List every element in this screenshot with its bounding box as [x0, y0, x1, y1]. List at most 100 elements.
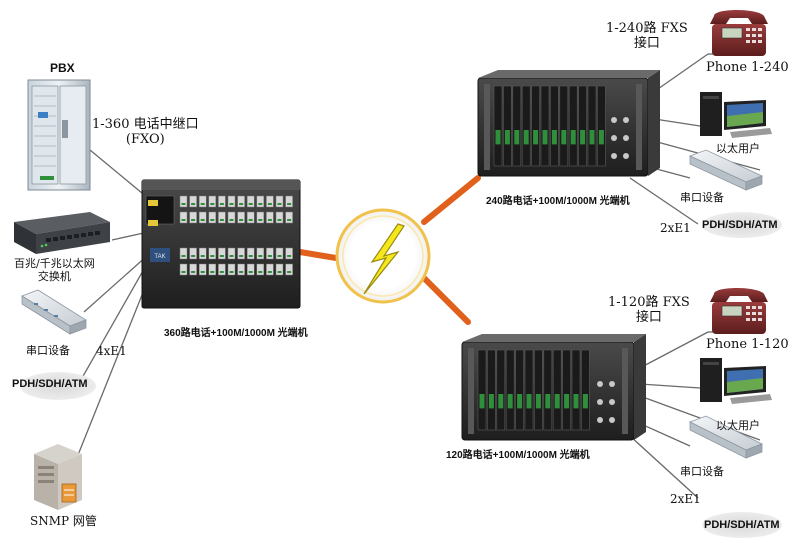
port-led — [181, 203, 186, 205]
card-indicator — [542, 130, 548, 145]
port-led — [191, 219, 196, 221]
brand-label: TAK — [154, 254, 165, 260]
rj11-port — [237, 247, 245, 260]
card-indicator — [479, 394, 485, 409]
card-indicator — [504, 130, 510, 145]
rj11-port — [227, 211, 236, 224]
rj11-port — [237, 195, 245, 208]
rj11-port — [208, 211, 217, 224]
port-led — [229, 271, 234, 273]
pbx-label: PBX — [50, 61, 75, 75]
card-indicator — [580, 130, 586, 145]
bottom-device-label: 120路电话+100M/1000M 光端机 — [446, 450, 590, 461]
line-card — [540, 85, 550, 167]
switch-label-line1: 百兆/千兆以太网 — [14, 257, 95, 270]
line-card — [543, 349, 553, 431]
serial-device-icon-top — [688, 149, 764, 191]
port-led — [277, 271, 282, 273]
port-led — [200, 255, 205, 257]
port-led — [277, 255, 282, 257]
rj11-port — [266, 247, 274, 260]
line-card — [559, 85, 569, 167]
port-led — [258, 219, 263, 221]
rj11-port — [218, 263, 226, 276]
rj11-port — [246, 263, 255, 276]
desktop-pc-icon-top — [700, 92, 772, 138]
rj11-port — [189, 263, 197, 276]
line-card — [521, 85, 531, 167]
port-led — [200, 203, 205, 205]
left-connection-lines — [77, 149, 151, 456]
line-card — [503, 85, 512, 167]
card-indicator — [554, 394, 560, 409]
fiber-links — [297, 175, 481, 325]
pdh-cloud-left — [20, 372, 96, 400]
rj11-port — [198, 195, 207, 208]
line-card — [597, 85, 606, 167]
port-led — [258, 203, 263, 205]
line-card — [524, 349, 534, 431]
line-card — [568, 85, 578, 167]
rj11-port — [198, 263, 207, 276]
line-card — [487, 349, 496, 431]
serial-label-left: 串口设备 — [26, 344, 70, 357]
rj11-port — [266, 263, 274, 276]
top-device-label: 240路电话+100M/1000M 光端机 — [486, 196, 630, 207]
rj11-port — [189, 195, 197, 208]
rj11-port — [198, 211, 207, 224]
central-device-label: 360路电话+100M/1000M 光端机 — [164, 328, 308, 339]
port-led — [267, 271, 272, 273]
rj11-port — [189, 211, 197, 224]
port-led — [267, 203, 272, 205]
top-ethernet-label: 以太用户 — [716, 142, 760, 155]
rj11-port — [179, 263, 188, 276]
port-led — [239, 271, 244, 273]
card-indicator — [533, 130, 539, 145]
switch-label: 百兆/千兆以太网 交换机 — [14, 257, 95, 283]
port-led — [191, 203, 196, 205]
port-led — [219, 271, 224, 273]
port-led — [277, 219, 282, 221]
port-led — [191, 255, 196, 257]
port-led — [267, 255, 272, 257]
rj11-port — [218, 211, 226, 224]
card-indicator — [535, 394, 541, 409]
rj11-port — [246, 195, 255, 208]
card-indicator — [526, 394, 532, 409]
bottom-fxs-label-line2: 接口 — [635, 309, 662, 325]
port-led — [258, 255, 263, 257]
desktop-pc-icon-bottom — [700, 358, 772, 404]
card-indicator — [573, 394, 579, 409]
card-indicator — [514, 130, 520, 145]
serial-device-icon-bottom — [689, 415, 763, 459]
card-indicator — [498, 394, 504, 409]
card-indicator — [545, 394, 551, 409]
rj11-port — [208, 263, 217, 276]
rj11-port — [266, 211, 274, 224]
line-card — [531, 85, 540, 167]
phone-icon-bottom — [710, 288, 768, 334]
line-card — [571, 349, 581, 431]
line-card — [534, 349, 543, 431]
line-card — [496, 349, 506, 431]
port-led — [239, 255, 244, 257]
card-indicator — [582, 394, 588, 409]
card-indicator — [561, 130, 567, 145]
card-indicator — [564, 394, 570, 409]
rj11-port — [285, 211, 293, 224]
card-indicator — [570, 130, 576, 145]
rj11-port — [246, 211, 255, 224]
line-card — [493, 85, 503, 167]
port-led — [219, 255, 224, 257]
rj11-port — [179, 247, 188, 260]
top-e1-label: 2xE1 — [660, 221, 691, 235]
bottom-card-slots — [477, 349, 590, 431]
top-card-slots — [493, 85, 606, 167]
rj11-port — [227, 195, 236, 208]
trunk-label-line1: 1-360 电话中继口 — [92, 117, 199, 132]
bottom-pdh-label: PDH/SDH/ATM — [704, 519, 780, 531]
port-led — [287, 219, 292, 221]
rj11-port — [275, 247, 284, 260]
top-pdh-label: PDH/SDH/ATM — [702, 219, 778, 231]
